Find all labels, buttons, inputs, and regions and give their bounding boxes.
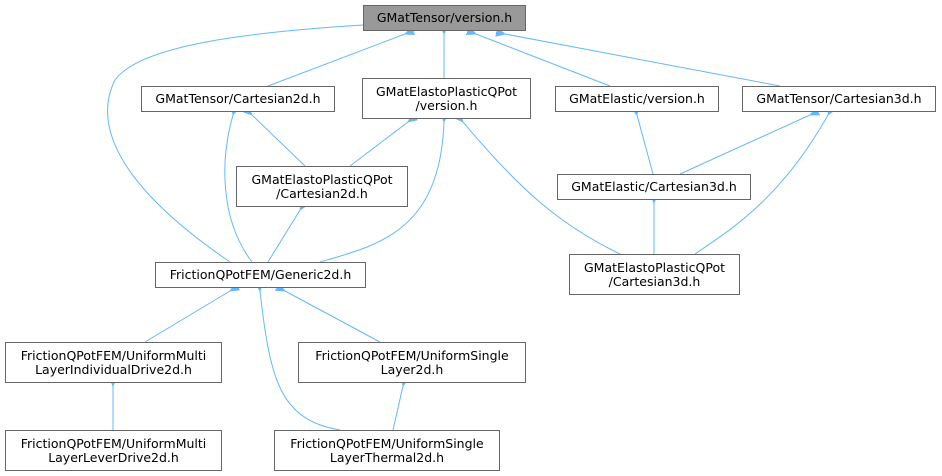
node-gmatelastic-cartesian3d[interactable]: GMatElastic/Cartesian3d.h: [557, 174, 751, 200]
node-uniformsingle-layer2d[interactable]: FrictionQPotFEM/UniformSingle Layer2d.h: [298, 342, 526, 383]
dependency-edge: [319, 122, 444, 263]
dependency-edge: [392, 386, 403, 431]
dependency-edge: [107, 25, 363, 263]
dependency-edge: [463, 122, 621, 255]
dependency-edge: [637, 115, 654, 175]
node-gmatelastic-version[interactable]: GMatElastic/version.h: [555, 86, 719, 112]
dependency-edge: [144, 291, 230, 343]
dependency-edge: [476, 34, 611, 87]
node-uniformmulti-leverdrive2d[interactable]: FrictionQPotFEM/UniformMulti LayerLeverD…: [5, 430, 222, 471]
dependency-edge: [505, 34, 781, 87]
node-gmatelastoplasticqpot-cartesian2d[interactable]: GMatElastoPlasticQPot /Cartesian2d.h: [236, 166, 408, 207]
node-uniformsingle-layerthermal2d[interactable]: FrictionQPotFEM/UniformSingle LayerTherm…: [274, 430, 500, 471]
node-root: GMatTensor/version.h: [363, 5, 526, 31]
node-gmatelastoplasticqpot-cartesian3d[interactable]: GMatElastoPlasticQPot /Cartesian3d.h: [569, 254, 740, 295]
node-uniformmulti-individualdrive2d[interactable]: FrictionQPotFEM/UniformMulti LayerIndivi…: [5, 342, 222, 383]
dependency-edge: [694, 115, 828, 255]
dependency-edge: [260, 291, 341, 431]
dependency-edge: [252, 115, 306, 167]
dependency-edge: [349, 122, 408, 167]
dependency-edge: [679, 115, 810, 175]
node-gmatelastoplasticqpot-version[interactable]: GMatElastoPlasticQPot /version.h: [362, 78, 531, 119]
dependency-edge: [267, 34, 405, 87]
dependency-edge: [224, 115, 253, 263]
node-gmattensor-cartesian3d[interactable]: GMatTensor/Cartesian3d.h: [742, 86, 936, 112]
dependency-edge: [267, 210, 300, 263]
node-frictionqpotfem-generic2d[interactable]: FrictionQPotFEM/Generic2d.h: [155, 262, 366, 288]
node-gmattensor-cartesian2d[interactable]: GMatTensor/Cartesian2d.h: [141, 86, 335, 112]
dependency-edge: [285, 291, 381, 343]
